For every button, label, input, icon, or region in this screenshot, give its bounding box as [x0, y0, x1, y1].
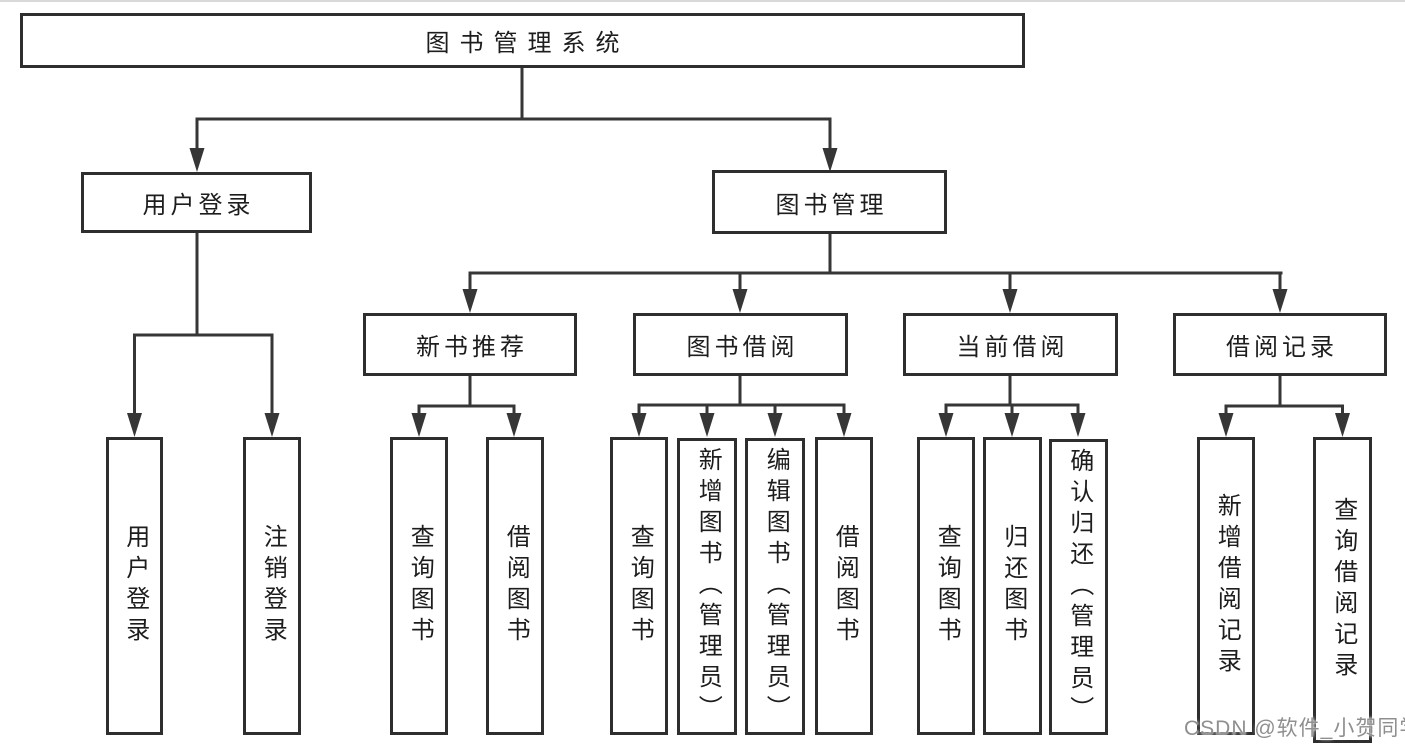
node-leaf-query-books-1: 查询图书	[390, 437, 448, 735]
node-leaf-edit-books-admin: 编辑图书（管理员）	[745, 438, 805, 735]
node-leaf-query-books-2: 查询图书	[610, 437, 668, 735]
top-edge-artifact	[0, 0, 1405, 2]
node-leaf-add-borrow-record: 新增借阅记录	[1197, 437, 1255, 735]
node-library-management-system: 图书管理系统	[20, 13, 1025, 68]
node-leaf-add-books-admin: 新增图书（管理员）	[677, 438, 737, 735]
node-leaf-return-books: 归还图书	[983, 437, 1042, 735]
node-leaf-borrow-books-1: 借阅图书	[486, 437, 544, 735]
node-borrowing-records: 借阅记录	[1173, 313, 1387, 376]
csdn-watermark: CSDN @软件_小贺同学	[1184, 717, 1405, 740]
node-leaf-user-login: 用户登录	[106, 437, 163, 735]
elbow-connectors	[133, 68, 1344, 415]
node-leaf-query-books-3: 查询图书	[917, 437, 975, 735]
node-leaf-borrow-books-2: 借阅图书	[815, 437, 873, 735]
node-new-book-recommendation: 新书推荐	[363, 313, 577, 376]
arrowheads	[127, 148, 1350, 437]
node-leaf-logout: 注销登录	[243, 437, 301, 735]
node-leaf-confirm-return-admin: 确认归还（管理员）	[1049, 439, 1108, 735]
node-current-borrowing: 当前借阅	[903, 313, 1118, 376]
node-book-management-branch: 图书管理	[712, 170, 947, 234]
node-book-borrowing: 图书借阅	[633, 313, 848, 376]
node-user-login-branch: 用户登录	[81, 172, 312, 233]
node-leaf-query-borrow-record: 查询借阅记录	[1313, 437, 1372, 743]
